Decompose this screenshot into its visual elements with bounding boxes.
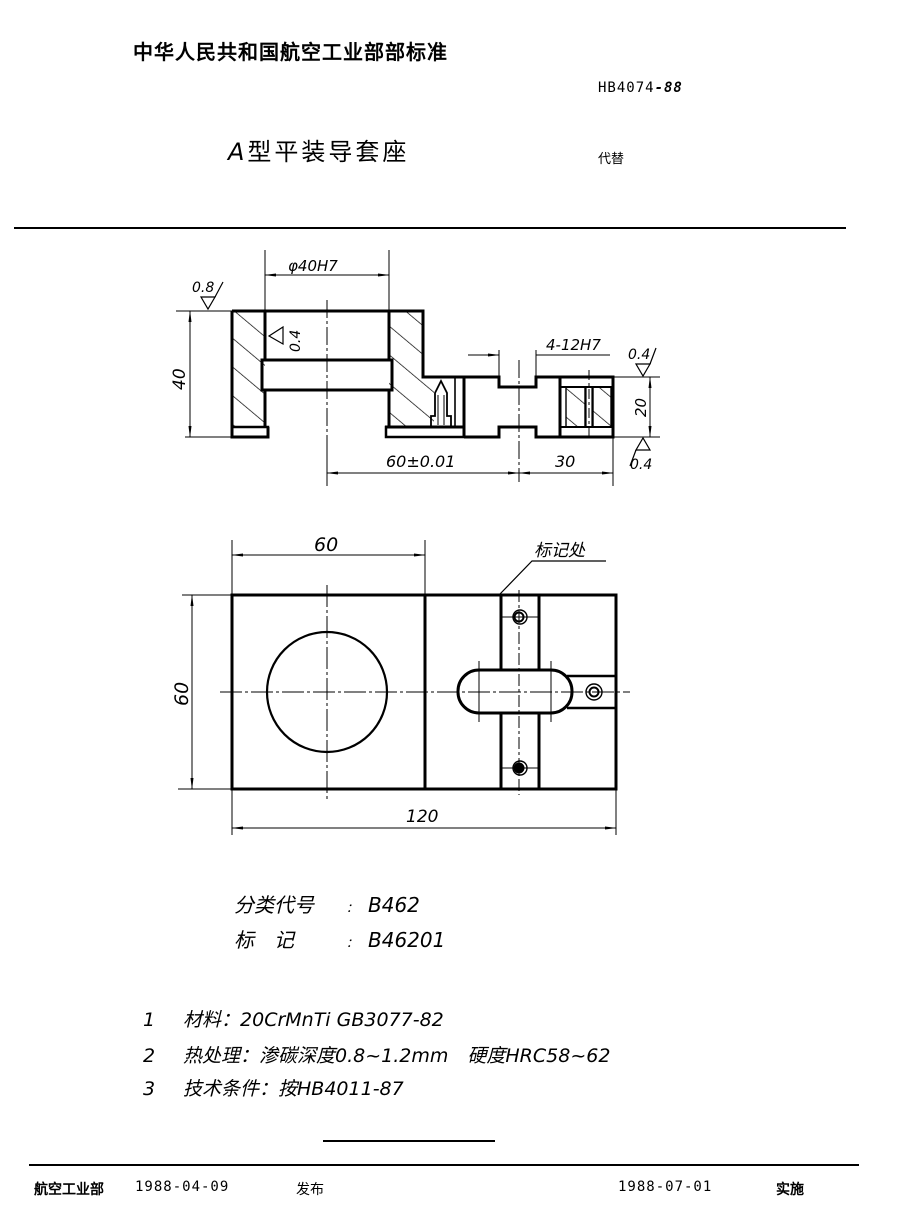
dim-width-60: 60 — [314, 534, 338, 556]
title-text: 型平装导套座 — [247, 138, 410, 166]
dim-height-60: 60 — [171, 682, 193, 706]
note-number: 2 — [143, 1045, 156, 1067]
roughness-bore: 0.4 — [288, 330, 304, 352]
section-view — [176, 250, 660, 486]
issuing-organization: 中华人民共和国航空工业部部标准 — [133, 40, 448, 64]
plan-view-dimensions: 60 60 120 标记处 — [171, 534, 586, 827]
footer-issue-label: 发布 — [296, 1182, 324, 1198]
note-text: 按HB4011-87 — [278, 1078, 404, 1100]
roughness-slot-top: 0.4 — [628, 347, 650, 363]
technical-drawing: φ40H7 0.8 0.4 40 4-12H7 0.4 20 0.4 60±0.… — [170, 250, 660, 835]
standard-number: HB4074-88 — [598, 80, 683, 96]
end-of-text-line — [323, 1140, 495, 1142]
replaces-label: 代替 — [598, 152, 625, 167]
dim-end-distance: 30 — [555, 452, 575, 471]
note-item: 2 热处理：渗碳深度0.8~1.2mm 硬度HRC58~62 — [143, 1041, 610, 1068]
dim-bore-diameter: φ40H7 — [288, 257, 338, 275]
dim-length-120: 120 — [406, 807, 438, 827]
roughness-slot-bottom: 0.4 — [630, 457, 652, 473]
plan-view — [178, 540, 630, 835]
title-type-prefix: A — [228, 138, 248, 166]
note-text: 渗碳深度0.8~1.2mm 硬度HRC58~62 — [259, 1045, 611, 1067]
dim-center-distance: 60±0.01 — [386, 452, 455, 471]
footer-divider — [29, 1164, 859, 1166]
document-title: A型平装导套座 — [228, 132, 409, 167]
marking-location-label: 标记处 — [534, 541, 586, 561]
footer-issuer: 航空工业部 — [34, 1182, 104, 1198]
dim-slot-height-20: 20 — [632, 398, 650, 417]
standard-code: HB4074 — [598, 80, 655, 96]
section-view-dimensions: φ40H7 0.8 0.4 40 4-12H7 0.4 20 0.4 60±0.… — [170, 257, 652, 473]
marking-value: B46201 — [368, 928, 446, 952]
classification-separator: ： — [346, 901, 359, 915]
footer-issue-date: 1988-04-09 — [135, 1179, 230, 1195]
classification-code-row: 分类代号 ： B462 — [234, 889, 420, 918]
note-label: 热处理： — [183, 1045, 260, 1067]
header-divider — [14, 227, 846, 229]
standard-year: -88 — [654, 80, 683, 96]
dim-slot-width: 4-12H7 — [546, 336, 601, 354]
marking-row: 标 记 ： B46201 — [234, 924, 445, 953]
note-number: 3 — [143, 1078, 156, 1100]
note-item: 3 技术条件：按HB4011-87 — [143, 1074, 404, 1101]
note-number: 1 — [143, 1009, 156, 1031]
note-item: 1 材料：20CrMnTi GB3077-82 — [143, 1005, 444, 1032]
roughness-top: 0.8 — [192, 280, 214, 296]
footer-effective-label: 实施 — [776, 1182, 804, 1198]
classification-code-value: B462 — [368, 893, 420, 917]
dim-height-40: 40 — [170, 368, 190, 390]
note-text: 20CrMnTi GB3077-82 — [240, 1009, 444, 1031]
marking-separator: ： — [346, 936, 359, 950]
note-label: 材料： — [183, 1009, 241, 1031]
classification-code-label: 分类代号 — [234, 893, 314, 917]
marking-label: 标 记 — [234, 928, 294, 952]
note-label: 技术条件： — [183, 1078, 279, 1100]
footer-effective-date: 1988-07-01 — [618, 1179, 713, 1195]
